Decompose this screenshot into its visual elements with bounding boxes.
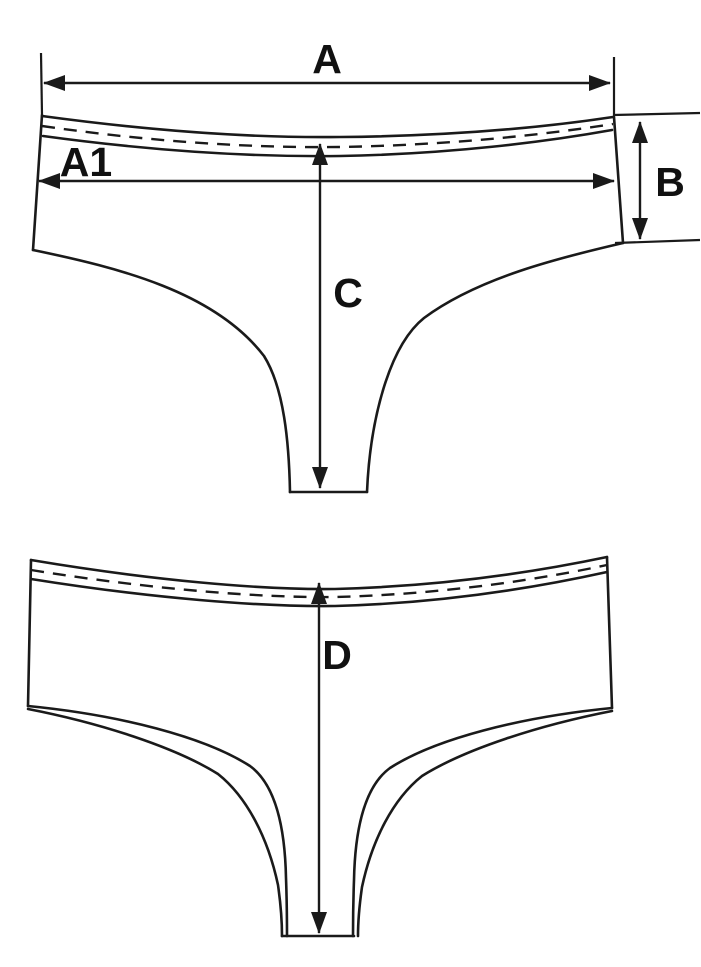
b-reference-line-bottom xyxy=(614,238,701,245)
front-waistband-top-edge xyxy=(40,114,615,139)
b-reference-line-top xyxy=(612,111,701,117)
back-left-leg-inner-curve xyxy=(26,707,284,938)
label-a: A xyxy=(312,36,342,82)
back-waistband-top-edge xyxy=(29,555,609,591)
front-waistband-stitch-line xyxy=(41,122,614,149)
back-view-drawing: D xyxy=(26,555,614,938)
front-right-leg-curve xyxy=(365,241,625,494)
label-c: C xyxy=(333,270,363,316)
front-right-side-seam xyxy=(612,115,625,245)
back-right-leg-outer-curve xyxy=(351,706,614,938)
back-right-side-seam xyxy=(605,555,614,710)
label-a1: A1 xyxy=(60,139,112,185)
back-right-leg-inner-curve xyxy=(356,709,614,938)
label-d: D xyxy=(322,632,352,678)
back-waistband-stitch-line xyxy=(30,563,608,599)
front-left-leg-curve xyxy=(31,248,292,494)
label-b: B xyxy=(655,159,685,205)
front-waistband-bottom-edge xyxy=(41,128,614,158)
back-waistband-bottom-edge xyxy=(29,570,609,608)
back-left-leg-outer-curve xyxy=(26,704,289,938)
front-left-side-seam xyxy=(31,113,44,252)
back-left-side-seam xyxy=(26,558,33,708)
extension-line-left xyxy=(39,52,44,116)
front-view-drawing: A A1 B C xyxy=(31,36,701,494)
